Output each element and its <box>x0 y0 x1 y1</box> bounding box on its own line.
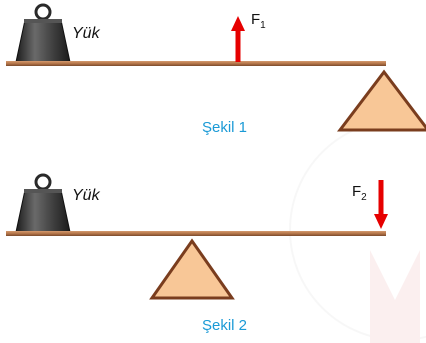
figure-2: Yük F2 Şekil 2 <box>6 173 388 334</box>
force-label-2: F2 <box>352 183 367 203</box>
load-weight-icon <box>15 173 71 233</box>
figure-caption-2: Şekil 2 <box>202 317 247 334</box>
fulcrum-triangle <box>149 238 235 300</box>
load-label: Yük <box>72 25 101 42</box>
fulcrum-triangle <box>336 69 426 132</box>
force-arrow-up-icon <box>231 16 245 62</box>
figure-caption-1: Şekil 1 <box>202 119 247 136</box>
load-weight-icon <box>15 3 71 63</box>
lever-bar <box>6 61 386 66</box>
force-label-1: F1 <box>251 11 266 31</box>
figure-1: Yük F1 Şekil 1 <box>6 3 426 136</box>
load-label: Yük <box>72 187 101 204</box>
lever-bar <box>6 231 386 236</box>
force-arrow-down-icon <box>374 180 388 229</box>
